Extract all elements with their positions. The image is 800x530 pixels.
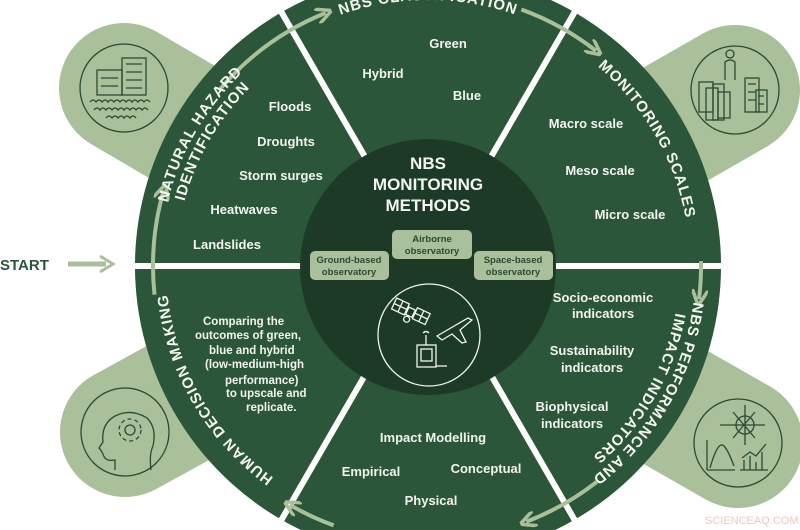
center-title-line2: MONITORING xyxy=(373,175,483,194)
sector-divider xyxy=(485,8,579,164)
svg-text:Airborne: Airborne xyxy=(412,234,452,245)
item-socio-economic-1: Socio-economic xyxy=(553,290,653,305)
start-arrow-icon xyxy=(68,254,116,274)
svg-text:(low-medium-high: (low-medium-high xyxy=(205,359,304,371)
item-hybrid: Hybrid xyxy=(362,66,403,81)
human-decision-text: Comparing the outcomes of green, blue an… xyxy=(195,316,307,414)
item-biophysical-1: Biophysical xyxy=(536,399,609,414)
svg-text:outcomes of green,: outcomes of green, xyxy=(195,330,301,342)
item-droughts: Droughts xyxy=(257,134,315,149)
start-label: START xyxy=(0,257,49,274)
center-title-line3: METHODS xyxy=(386,196,471,215)
item-physical: Physical xyxy=(405,493,458,508)
svg-text:performance): performance) xyxy=(225,375,299,387)
flow-arrow-icon xyxy=(520,7,596,51)
item-meso-scale: Meso scale xyxy=(565,163,634,178)
head-gear-icon xyxy=(80,387,170,477)
item-sustainability-1: Sustainability xyxy=(550,343,635,358)
item-socio-economic-2: indicators xyxy=(572,306,634,321)
item-floods: Floods xyxy=(269,99,312,114)
svg-text:replicate.: replicate. xyxy=(246,402,297,414)
svg-text:Comparing the: Comparing the xyxy=(203,316,284,328)
flooded-buildings-icon xyxy=(79,43,169,133)
charts-icon xyxy=(693,398,783,488)
sector-dividers xyxy=(132,8,724,524)
item-blue: Blue xyxy=(453,88,481,103)
flow-arrow-icon xyxy=(290,505,335,528)
flow-arrow-icon xyxy=(217,13,326,92)
svg-text:Ground-based: Ground-based xyxy=(317,255,382,266)
item-green: Green xyxy=(429,36,467,51)
watermark: SCIENCEAQ.COM xyxy=(705,515,799,527)
flow-arrow-icon xyxy=(699,261,701,299)
flow-arrow-icon xyxy=(526,480,598,522)
item-micro-scale: Micro scale xyxy=(595,207,666,222)
svg-text:Space-based: Space-based xyxy=(484,255,543,266)
item-heatwaves: Heatwaves xyxy=(210,202,277,217)
item-storm-surges: Storm surges xyxy=(239,168,323,183)
satellite-airplane-station-icon xyxy=(377,283,481,387)
sector-divider xyxy=(277,368,371,524)
method-ground-based: Ground-based observatory xyxy=(310,251,389,280)
item-impact-modelling: Impact Modelling xyxy=(380,430,486,445)
person-city-scale-icon xyxy=(690,45,780,135)
method-space-based: Space-based observatory xyxy=(474,251,553,280)
center-title-line1: NBS xyxy=(410,154,446,173)
item-landslides: Landslides xyxy=(193,237,261,252)
item-biophysical-2: indicators xyxy=(541,416,603,431)
svg-text:blue and hybrid: blue and hybrid xyxy=(209,345,295,357)
item-macro-scale: Macro scale xyxy=(549,116,623,131)
item-empirical: Empirical xyxy=(342,464,401,479)
method-airborne: Airborne observatory xyxy=(392,230,472,259)
item-sustainability-2: indicators xyxy=(561,360,623,375)
flow-arrows xyxy=(151,7,701,528)
svg-text:observatory: observatory xyxy=(322,267,377,278)
item-conceptual: Conceptual xyxy=(451,461,522,476)
flow-arrow-icon xyxy=(151,190,164,295)
sector-divider xyxy=(277,8,371,164)
inner-circle xyxy=(300,139,556,395)
svg-text:observatory: observatory xyxy=(405,246,460,257)
svg-text:observatory: observatory xyxy=(486,267,541,278)
svg-text:to upscale and: to upscale and xyxy=(226,388,307,400)
sector-divider xyxy=(485,368,579,524)
